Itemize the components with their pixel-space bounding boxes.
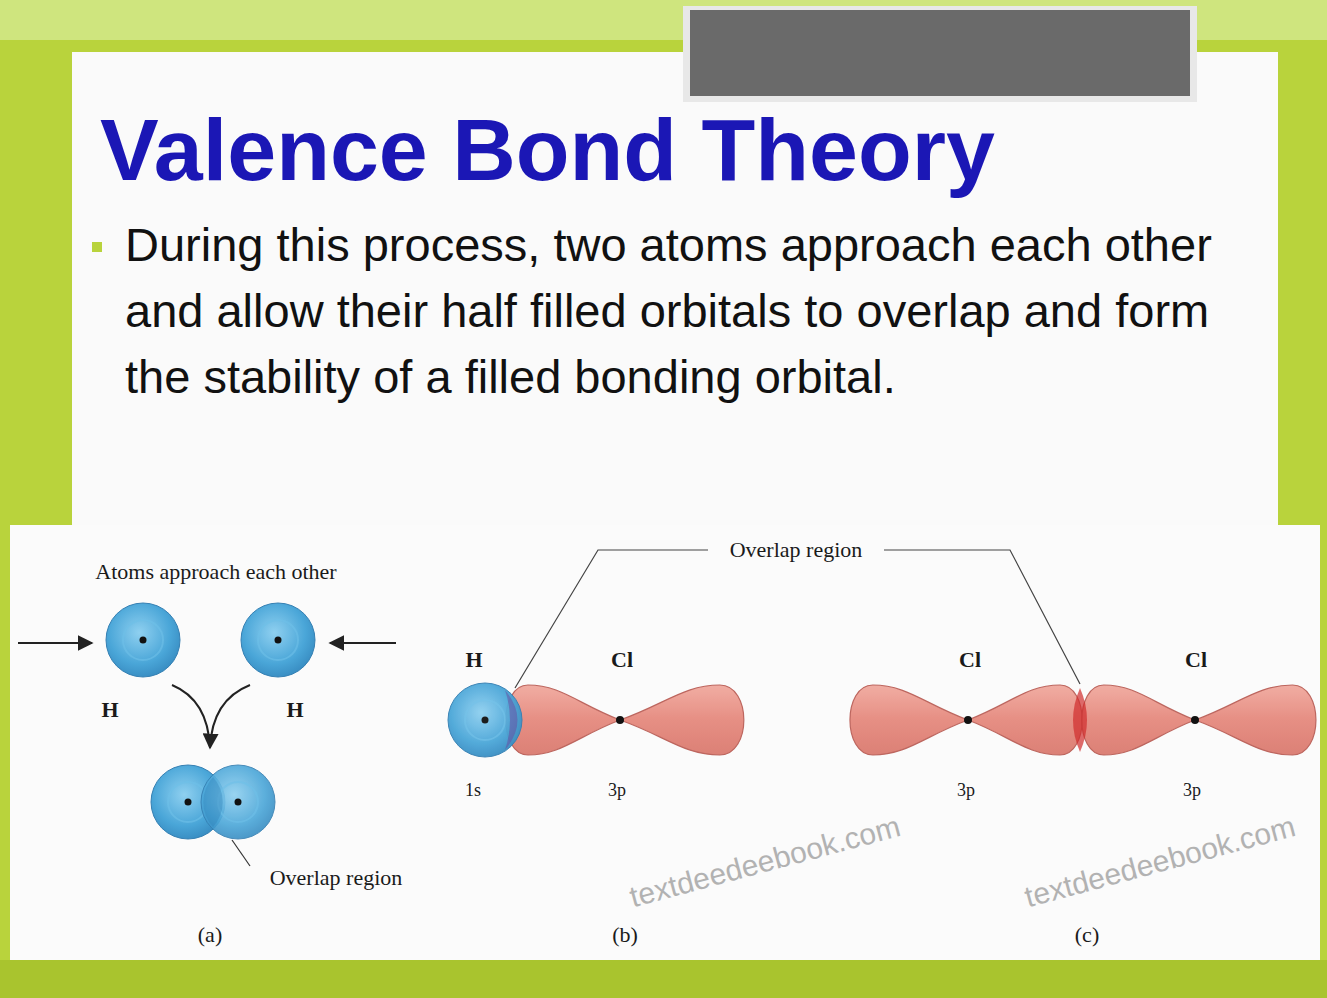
atom-label: Cl bbox=[1185, 647, 1207, 672]
region-label: Overlap region bbox=[730, 537, 863, 562]
atom-label: Cl bbox=[611, 647, 633, 672]
atom-label: H bbox=[465, 647, 482, 672]
bullet bbox=[92, 242, 102, 252]
panel-letter: (a) bbox=[198, 922, 222, 947]
merge-curve bbox=[172, 685, 210, 748]
region-label: Overlap region bbox=[270, 865, 403, 890]
h-1s-orbital bbox=[448, 683, 522, 757]
text-panel bbox=[72, 52, 1278, 527]
panel-caption: Atoms approach each other bbox=[95, 559, 336, 584]
cl-3p-orbital bbox=[506, 685, 744, 755]
cl-3p-orbital bbox=[1082, 685, 1316, 755]
h-atom bbox=[106, 603, 180, 677]
panel-letter: (c) bbox=[1075, 922, 1099, 947]
bottom-band bbox=[0, 960, 1327, 998]
approach-arrow bbox=[18, 642, 92, 644]
atom-label: H bbox=[286, 697, 303, 722]
leader-line bbox=[884, 550, 1080, 684]
leader-line bbox=[232, 840, 250, 866]
slide-title: Valence Bond Theory bbox=[100, 100, 995, 200]
bullet-text: During this process, two atoms approach … bbox=[125, 212, 1250, 410]
figure-panel bbox=[10, 525, 1320, 960]
leader-line bbox=[515, 550, 708, 688]
h-atom bbox=[201, 765, 275, 839]
orbital-label: 3p bbox=[1183, 780, 1201, 801]
orbital-label: 1s bbox=[465, 780, 481, 801]
overlap-b bbox=[505, 690, 518, 750]
panel-letter: (b) bbox=[612, 922, 638, 947]
picture-box bbox=[690, 10, 1190, 96]
orbital-label: 3p bbox=[608, 780, 626, 801]
h-atom bbox=[241, 603, 315, 677]
overlap-a bbox=[203, 777, 222, 827]
picture-frame bbox=[683, 6, 1197, 102]
atom-label: Cl bbox=[959, 647, 981, 672]
cl-3p-orbital bbox=[850, 685, 1082, 755]
atom-label: H bbox=[101, 697, 118, 722]
overlap-c bbox=[1073, 688, 1087, 752]
merge-arrow bbox=[210, 685, 250, 748]
orbital-label: 3p bbox=[957, 780, 975, 801]
approach-arrow bbox=[330, 642, 396, 644]
